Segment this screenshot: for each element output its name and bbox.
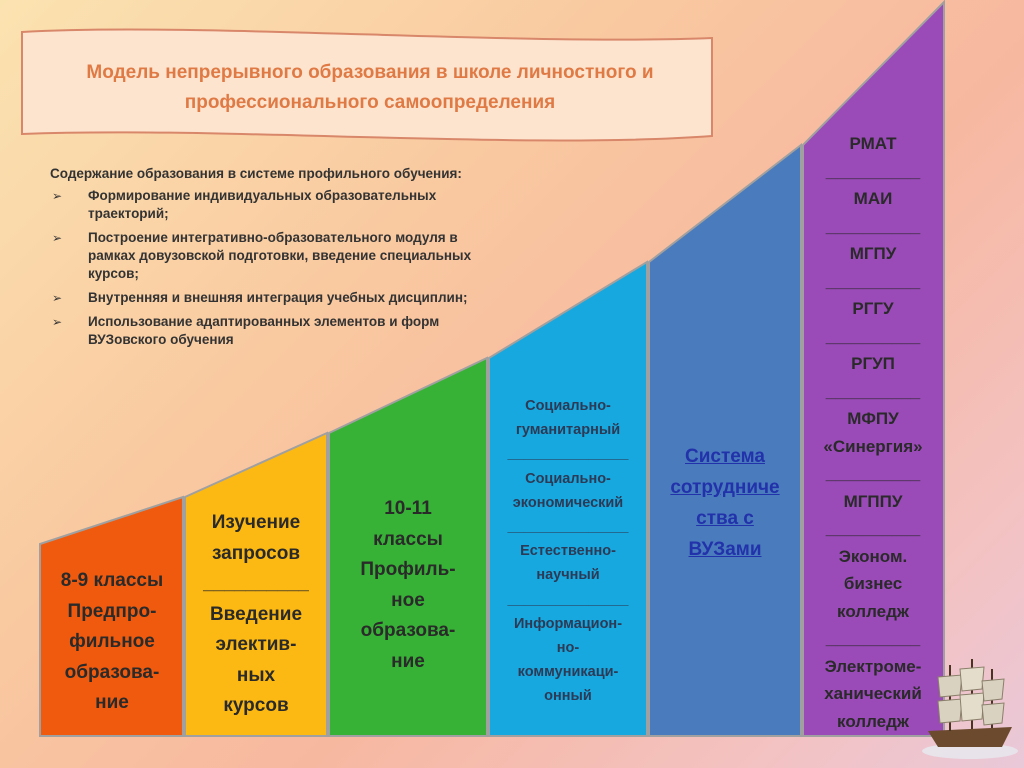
step-2-line: Изучение	[211, 512, 301, 533]
step-3-line: классы	[373, 528, 443, 550]
step-4-line: экономический	[512, 494, 624, 511]
step-1-line: ние	[95, 692, 129, 713]
content-block: Содержание образования в системе профиль…	[50, 166, 520, 355]
step-1-line: Предпро-	[67, 600, 157, 622]
step-6-separator: __________	[825, 464, 921, 483]
arrow-bullet-icon: ➢	[52, 231, 63, 245]
step-4-line: научный	[536, 567, 600, 584]
step-4-separator: _______________	[507, 519, 629, 536]
step-6-separator: __________	[825, 519, 921, 538]
step-5-line[interactable]: сотрудниче	[670, 477, 780, 498]
step-3-label: 10-11 классы Профиль- ное образова- ние	[330, 494, 486, 677]
step-4-line: но-	[556, 640, 580, 657]
step-6-line: колледж	[837, 711, 909, 731]
step-4-line: Социально-	[525, 470, 611, 487]
list-item: ➢ Формирование индивидуальных образовате…	[50, 187, 520, 223]
step-6-label: РМАТ __________ МАИ __________ МГПУ ____…	[804, 130, 942, 735]
step-6-separator: __________	[825, 326, 921, 346]
step-6-line: МГППУ	[843, 491, 903, 511]
list-item: ➢ Внутренняя и внешняя интеграция учебны…	[50, 289, 520, 307]
step-2-line: курсов	[223, 695, 289, 716]
step-4-label: Социально- гуманитарный _______________ …	[490, 394, 646, 709]
page-title: Модель непрерывного образования в школе …	[30, 58, 710, 118]
step-5-label[interactable]: Система сотрудниче ства с ВУЗами	[650, 441, 800, 565]
list-item-line: рамках довузовской подготовки, введение …	[88, 248, 472, 263]
step-4-separator: _______________	[507, 591, 629, 608]
step-6-separator: __________	[825, 381, 921, 401]
step-6-line: Эконом.	[838, 546, 908, 566]
step-3-line: 10-11	[384, 498, 432, 519]
list-item-line: Формирование индивидуальных образователь…	[88, 188, 437, 203]
step-2-separator: __________	[203, 573, 309, 594]
step-2-line: Введение	[209, 603, 303, 625]
step-6-line: РГУП	[851, 354, 895, 373]
step-4-line: онный	[544, 688, 592, 705]
step-4-line: коммуникаци-	[517, 664, 619, 681]
step-6-line: Электроме-	[824, 656, 922, 676]
step-6-separator: __________	[825, 271, 921, 291]
step-4-shape	[488, 260, 648, 737]
step-6-line: ханический	[824, 684, 922, 703]
step-6-line: РГГУ	[852, 299, 894, 318]
step-6-line: МФПУ	[847, 409, 899, 428]
step-1-line: образова-	[64, 661, 160, 683]
step-1-line: 8-9 классы	[60, 570, 164, 591]
step-2-line: ных	[236, 664, 276, 686]
list-item-line: Внутренняя и внешняя интеграция учебных …	[88, 290, 468, 305]
step-4-separator: _______________	[507, 446, 629, 463]
step-3-line: Профиль-	[360, 559, 456, 580]
title-line-2: профессионального самоопределения	[184, 92, 556, 113]
list-item-line: ВУЗовского обучения	[88, 332, 234, 347]
list-item-line: курсов;	[88, 266, 139, 281]
step-4-line: Информацион-	[513, 615, 623, 632]
list-item: ➢ Использование адаптированных элементов…	[50, 313, 520, 349]
step-5-line[interactable]: ВУЗами	[688, 539, 762, 560]
step-3-line: образова-	[360, 620, 456, 641]
step-6-line: колледж	[837, 601, 909, 621]
step-1-line: фильное	[69, 631, 155, 652]
list-item-line: траекторий;	[88, 206, 169, 221]
step-6-line: «Синергия»	[823, 436, 923, 456]
step-5-shape	[648, 142, 802, 737]
step-6-line: МГПУ	[849, 244, 897, 263]
arrow-bullet-icon: ➢	[52, 189, 63, 203]
step-5-line[interactable]: Система	[685, 446, 765, 467]
step-2-label: Изучение запросов __________ Введение эл…	[186, 508, 326, 722]
step-2-line: запросов	[211, 542, 301, 564]
step-4-line: гуманитарный	[515, 422, 621, 439]
step-1-shape	[39, 495, 184, 737]
arrow-bullet-icon: ➢	[52, 291, 63, 305]
step-6-separator: __________	[825, 629, 921, 648]
title-line-1: Модель непрерывного образования в школе …	[86, 62, 654, 83]
list-item: ➢ Построение интегративно-образовательно…	[50, 229, 520, 283]
arrow-bullet-icon: ➢	[52, 315, 63, 329]
step-2-shape	[184, 431, 328, 737]
step-6-separator: __________	[825, 216, 921, 236]
list-item-line: Использование адаптированных элементов и…	[88, 314, 440, 329]
step-6-separator: __________	[825, 161, 921, 181]
step-2-line: электив-	[215, 634, 297, 655]
step-1-label: 8-9 классы Предпро- фильное образова- ни…	[42, 566, 182, 719]
step-4-line: Естественно-	[520, 543, 616, 560]
content-heading: Содержание образования в системе профиль…	[50, 166, 462, 181]
step-3-line: ное	[391, 589, 425, 611]
sailing-ship-icon	[922, 659, 1018, 759]
step-3-shape	[328, 356, 488, 737]
step-4-line: Социально-	[525, 398, 611, 414]
step-6-line: бизнес	[843, 574, 903, 593]
list-item-line: Построение интегративно-образовательного…	[88, 230, 458, 245]
step-6-line: МАИ	[853, 189, 893, 208]
content-list: ➢ Формирование индивидуальных образовате…	[50, 187, 520, 349]
step-3-line: ние	[391, 650, 425, 672]
step-5-line[interactable]: ства с	[696, 508, 754, 529]
step-6-line: РМАТ	[849, 134, 897, 153]
